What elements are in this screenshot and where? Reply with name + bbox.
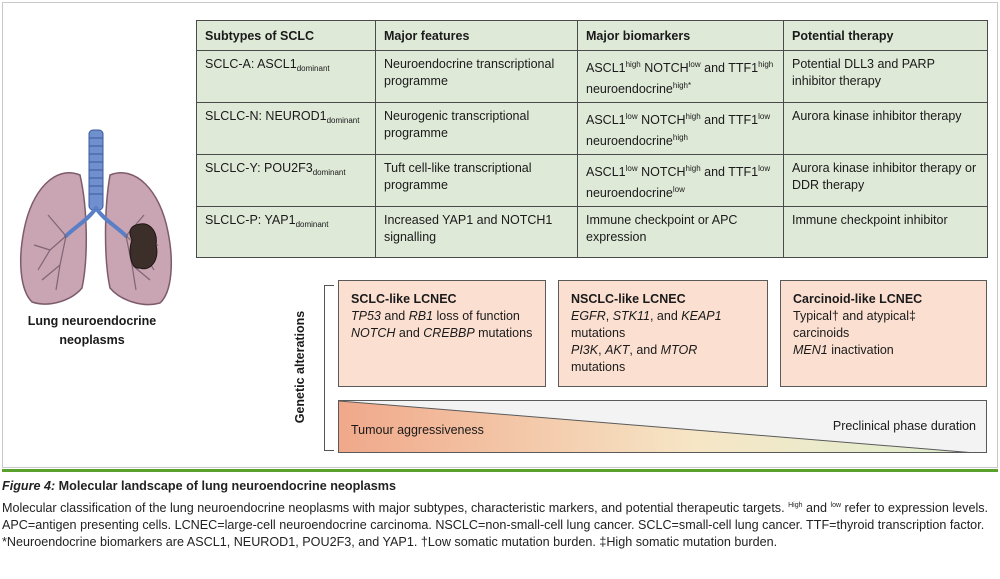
caption-divider — [2, 469, 998, 472]
lcnec-line: EGFR, STK11, and KEAP1 — [571, 309, 722, 323]
superscript: low — [830, 502, 842, 509]
figure-number: Figure 4: — [2, 479, 56, 493]
lcnec-line: PI3K, AKT, and MTOR — [571, 343, 698, 357]
lcnec-title: NSCLC-like LCNEC — [571, 292, 686, 306]
superscript: high — [625, 60, 641, 69]
lcnec-line: TP53 and RB1 loss of function — [351, 309, 520, 323]
superscript: High — [788, 502, 803, 509]
aggressiveness-gradient-bar: Tumour aggressiveness Preclinical phase … — [338, 400, 987, 453]
superscript: low — [758, 164, 771, 173]
lcnec-title: SCLC-like LCNEC — [351, 292, 457, 306]
therapy-cell: Immune checkpoint inhibitor — [783, 206, 988, 258]
lcnec-line: NOTCH and CREBBP mutations — [351, 326, 533, 340]
gene-name: KEAP1 — [681, 309, 722, 323]
gene-name: EGFR — [571, 309, 606, 323]
superscript: high — [685, 164, 701, 173]
superscript: high — [758, 60, 774, 69]
gene-name: RB1 — [408, 309, 434, 323]
superscript: high* — [672, 81, 692, 90]
biomarkers-cell: ASCL1low NOTCHhigh and TTF1low neuroendo… — [577, 154, 784, 207]
figure-panel — [2, 2, 998, 468]
lcnec-box-carcinoid-like: Carcinoid-like LCNEC Typical† and atypica… — [780, 280, 987, 387]
table-header: Potential therapy — [783, 20, 988, 51]
superscript: high — [672, 133, 688, 142]
gene-name: TP53 — [351, 309, 381, 323]
sclc-subtype-table: Subtypes of SCLC Major features Major bi… — [196, 20, 988, 258]
features-cell: Neuroendocrine transcriptional programme — [375, 50, 578, 103]
biomarkers-cell: ASCL1low NOTCHhigh and TTF1low neuroendo… — [577, 102, 784, 155]
therapy-cell: Aurora kinase inhibitor therapy — [783, 102, 988, 155]
superscript: low — [672, 185, 685, 194]
subscript: dominant — [295, 220, 329, 229]
features-cell: Increased YAP1 and NOTCH1 signalling — [375, 206, 578, 258]
gradient-graphic — [339, 401, 986, 452]
caption-body: Molecular classification of the lung neu… — [2, 501, 989, 549]
superscript: low — [625, 112, 638, 121]
features-cell: Tuft cell-like transcriptional programme — [375, 154, 578, 207]
superscript: low — [688, 60, 701, 69]
table-header: Major biomarkers — [577, 20, 784, 51]
table-header: Major features — [375, 20, 578, 51]
gene-name: MTOR — [660, 343, 698, 357]
features-cell: Neurogenic transcriptional programme — [375, 102, 578, 155]
lcnec-line: Typical† and atypical‡ carcinoids — [793, 309, 916, 340]
gene-name: NOTCH — [351, 326, 396, 340]
gene-name: STK11 — [612, 309, 650, 323]
caption-title: Figure 4: Molecular landscape of lung ne… — [2, 478, 992, 495]
superscript: low — [625, 164, 638, 173]
therapy-cell: Aurora kinase inhibitor therapy or DDR t… — [783, 154, 988, 207]
preclinical-phase-label: Preclinical phase duration — [832, 419, 976, 433]
lung-label: Lung neuroendocrine neoplasms — [27, 314, 157, 347]
subtype-cell: SLCLC-P: YAP1dominant — [196, 206, 376, 258]
lcnec-title: Carcinoid-like LCNEC — [793, 292, 923, 306]
biomarkers-cell: Immune checkpoint or APC expression — [577, 206, 784, 258]
gene-name: AKT — [605, 343, 630, 357]
bracket-line — [324, 285, 334, 451]
subtype-cell: SLCLC-N: NEUROD1dominant — [196, 102, 376, 155]
superscript: low — [758, 112, 771, 121]
gene-name: PI3K — [571, 343, 599, 357]
therapy-cell: Potential DLL3 and PARP inhibitor therap… — [783, 50, 988, 103]
gene-name: CREBBP — [423, 326, 475, 340]
genetic-alterations-label: Genetic alterations — [293, 310, 307, 424]
figure-title: Molecular landscape of lung neuroendocri… — [55, 479, 396, 493]
table-header: Subtypes of SCLC — [196, 20, 376, 51]
gene-name: MEN1 — [793, 343, 828, 357]
lcnec-box-nsclc-like: NSCLC-like LCNEC EGFR, STK11, and KEAP1 mu… — [558, 280, 768, 387]
lcnec-line: mutations — [571, 360, 626, 374]
subtype-cell: SCLC-A: ASCL1dominant — [196, 50, 376, 103]
genetic-alterations-label-wrap: Genetic alterations — [280, 310, 320, 430]
subscript: dominant — [312, 168, 346, 177]
subscript: dominant — [296, 64, 330, 73]
lungs-icon — [19, 129, 173, 306]
subscript: dominant — [326, 116, 360, 125]
lcnec-line: MEN1 inactivation — [793, 343, 894, 357]
lcnec-line: mutations — [571, 326, 626, 340]
figure-caption: Figure 4: Molecular landscape of lung ne… — [2, 478, 992, 551]
subtype-cell: SLCLC-Y: POU2F3dominant — [196, 154, 376, 207]
table-header-row: Subtypes of SCLC Major features Major bi… — [196, 20, 988, 51]
superscript: high — [685, 112, 701, 121]
biomarkers-cell: ASCL1high NOTCHlow and TTF1high neuroend… — [577, 50, 784, 103]
lung-illustration — [10, 120, 185, 310]
tumour-aggressiveness-label: Tumour aggressiveness — [351, 423, 484, 437]
lcnec-box-sclc-like: SCLC-like LCNEC TP53 and RB1 loss of func… — [338, 280, 546, 387]
